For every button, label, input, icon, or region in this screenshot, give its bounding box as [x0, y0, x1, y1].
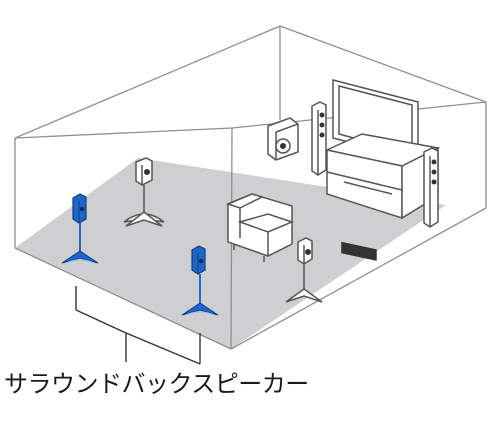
caption-surround-back-speakers: サラウンドバックスピーカー	[4, 370, 309, 398]
front-right-speaker-icon	[423, 147, 439, 228]
armchair-icon	[225, 193, 295, 262]
surround-back-left-speaker-icon	[61, 193, 99, 265]
surround-left-speaker-icon	[123, 157, 165, 227]
surround-right-speaker-icon	[285, 237, 323, 303]
room-floor	[15, 158, 446, 349]
subwoofer-icon	[267, 117, 299, 161]
callout-bracket	[75, 286, 201, 365]
front-left-speaker-icon	[311, 101, 327, 176]
surround-back-right-speaker-icon	[181, 245, 219, 317]
